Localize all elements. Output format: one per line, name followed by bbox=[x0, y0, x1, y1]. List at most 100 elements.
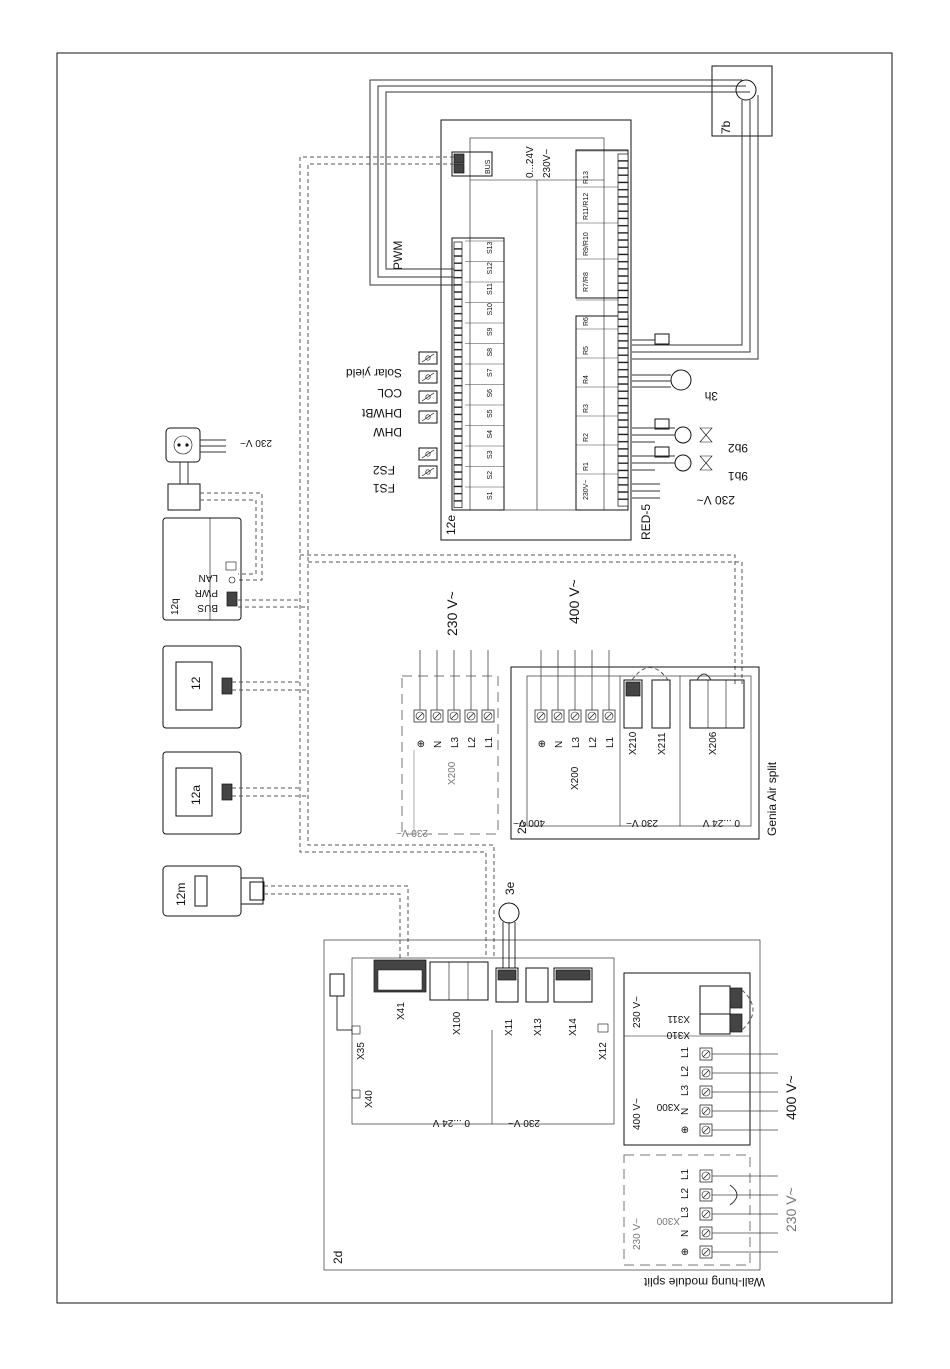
control-panel-12: 12 bbox=[162, 645, 242, 729]
ctrl-main-name: RED-5 bbox=[639, 504, 653, 540]
gateway-lan: LAN bbox=[199, 572, 218, 583]
sensor-solar-yield: Solar yield bbox=[346, 366, 402, 380]
sensor-12m: 12m bbox=[162, 865, 409, 958]
relay-upper-terminal-2: R11/R12 bbox=[583, 193, 590, 220]
genia-air-split-2c: 2c Genia Air split 400 V~ X200 400 V~ X2… bbox=[510, 579, 779, 840]
genia-id: 2c bbox=[515, 821, 529, 834]
x300-b-id: X300 bbox=[656, 1215, 680, 1226]
genia-x211: X211 bbox=[657, 732, 668, 755]
sensor-fs2: FS2 bbox=[373, 463, 395, 477]
x300a-terms-label-4: L1 bbox=[680, 1046, 691, 1058]
power-adapter bbox=[167, 483, 201, 511]
sensor-col: COL bbox=[377, 386, 402, 400]
relay-terminal-2: R2 bbox=[583, 433, 590, 442]
gateway-12q-id: 12q bbox=[170, 598, 181, 615]
x300a-terms-label-2: L3 bbox=[680, 1084, 691, 1096]
x300b-terms-label-3: L2 bbox=[680, 1187, 691, 1199]
sensor-12m-id: 12m bbox=[174, 883, 188, 906]
relay-terminal-5: R5 bbox=[583, 346, 590, 355]
x300a-terms-label-0: ⊕ bbox=[680, 1126, 691, 1134]
controller-terminal-strips bbox=[453, 153, 629, 509]
pump-3e-id: 3e bbox=[503, 881, 517, 895]
sensor-terminal-s9: S9 bbox=[487, 327, 494, 336]
ctrl-supply-label: 230 V~ bbox=[697, 493, 735, 507]
genia-x210: X210 bbox=[628, 731, 639, 755]
pump-3e: 3e bbox=[498, 881, 520, 968]
x300-a-id: X300 bbox=[656, 1101, 680, 1112]
sensor-terminal-s12: S12 bbox=[487, 262, 494, 275]
wall-x311: X311 bbox=[667, 1013, 690, 1024]
x200b-terms-label-3: L2 bbox=[588, 736, 599, 748]
x300-a-voltage: 400 V~ bbox=[783, 1075, 799, 1120]
x200a-terms-label-3: L2 bbox=[467, 736, 478, 748]
sensor-terminal-s13: S13 bbox=[487, 241, 494, 254]
sensor-group: FS1 FS2 DHW DHWBt COL Solar yield bbox=[346, 351, 438, 495]
gateway-pwr: PWR bbox=[195, 587, 218, 598]
ctrl-low-voltage: 0...24V bbox=[525, 146, 536, 178]
relay-terminal-4: R4 bbox=[583, 375, 590, 384]
wall-x14: X14 bbox=[568, 1018, 579, 1036]
sensor-terminal-s8: S8 bbox=[487, 348, 494, 357]
power-outlet: 230 V~ bbox=[165, 427, 272, 581]
panel-12a-id: 12a bbox=[189, 785, 203, 805]
relay-upper-terminal-3: R13 bbox=[583, 171, 590, 184]
x200-b-voltage: 400 V~ bbox=[566, 579, 582, 624]
x300b-terms-label-0: ⊕ bbox=[680, 1248, 691, 1256]
wall-hung-module-2d: 2d Wall-hung module split 0 ...24 V 230 … bbox=[323, 939, 799, 1289]
sensor-terminal-s2: S2 bbox=[487, 471, 494, 480]
wall-x35: X35 bbox=[356, 1042, 367, 1060]
genia-section-024: 0 ...24 V bbox=[702, 817, 740, 828]
wall-module-230: 230 V~ bbox=[508, 1117, 540, 1128]
sensor-terminal-s3: S3 bbox=[487, 450, 494, 459]
gateway-12q: 12q LAN PWR BUS bbox=[162, 517, 242, 621]
sensor-terminal-s11: S11 bbox=[487, 283, 494, 295]
genia-title: Genia Air split bbox=[765, 761, 779, 836]
bus-wiring bbox=[232, 156, 743, 958]
control-panel-12a: 12a bbox=[162, 751, 242, 835]
x300-a-side-voltage: 400 V~ bbox=[632, 1098, 643, 1130]
valve-9b1-id: 9b1 bbox=[728, 469, 748, 483]
wall-x40: X40 bbox=[364, 1090, 375, 1108]
wall-module-024: 0 ...24 V bbox=[432, 1117, 470, 1128]
sensor-terminal-s6: S6 bbox=[487, 389, 494, 398]
wall-x100: X100 bbox=[452, 1011, 463, 1035]
wall-module-title: Wall-hung module split bbox=[643, 1275, 765, 1289]
gateway-bus: BUS bbox=[197, 602, 218, 613]
pump-7b-id: 7b bbox=[719, 120, 733, 134]
wall-x12: X12 bbox=[598, 1042, 609, 1060]
outlet-voltage: 230 V~ bbox=[240, 437, 272, 448]
x300b-terms-label-4: L1 bbox=[680, 1168, 691, 1180]
wall-x11: X11 bbox=[504, 1019, 515, 1036]
pump-3h bbox=[670, 369, 692, 391]
relay-upper-terminal-0: R7/R8 bbox=[583, 272, 590, 292]
x300a-terms-label-1: N bbox=[680, 1108, 691, 1115]
x200a-terms-label-1: N bbox=[433, 741, 444, 748]
x300b-terms-label-1: N bbox=[680, 1230, 691, 1237]
x200-a-side: 230 V~ bbox=[396, 827, 428, 838]
sensor-dhwbt: DHWBt bbox=[361, 406, 402, 420]
x200-b-side: 400 V~ bbox=[513, 817, 545, 828]
x200-a-voltage: 230 V~ bbox=[444, 591, 460, 636]
x200-a-id: X200 bbox=[447, 761, 458, 785]
sensor-fs1: FS1 bbox=[373, 481, 395, 495]
relay-terminal-1: R1 bbox=[583, 462, 590, 471]
genia-section-230: 230 V~ bbox=[626, 817, 658, 828]
sensor-dhw: DHW bbox=[373, 425, 402, 439]
relay-upper-terminal-1: R9/R10 bbox=[583, 232, 590, 256]
wall-x41: X41 bbox=[396, 1002, 407, 1020]
x200a-terms-label-0: ⊕ bbox=[416, 740, 427, 748]
pump-3h-id: 3h bbox=[705, 389, 718, 403]
x300-b-voltage: 230 V~ bbox=[783, 1187, 799, 1232]
pwm-label: PWM bbox=[391, 241, 405, 270]
x200a-terms-label-2: L3 bbox=[450, 736, 461, 748]
wall-x310: X310 bbox=[666, 1029, 690, 1040]
controller-red5: 12e RED-5 0...24V 230V~ BUS S1S2S3S4S5S6… bbox=[440, 119, 653, 541]
relay-terminal-0: 230V~ bbox=[583, 480, 590, 500]
x200-b-id: X200 bbox=[570, 766, 581, 790]
x300b-terms-label-2: L3 bbox=[680, 1206, 691, 1218]
relay-terminal-6: R6 bbox=[583, 317, 590, 326]
x300-a-top-voltage: 230 V~ bbox=[632, 996, 643, 1028]
x200b-terms-label-2: L3 bbox=[571, 736, 582, 748]
genia-x206: X206 bbox=[708, 731, 719, 755]
